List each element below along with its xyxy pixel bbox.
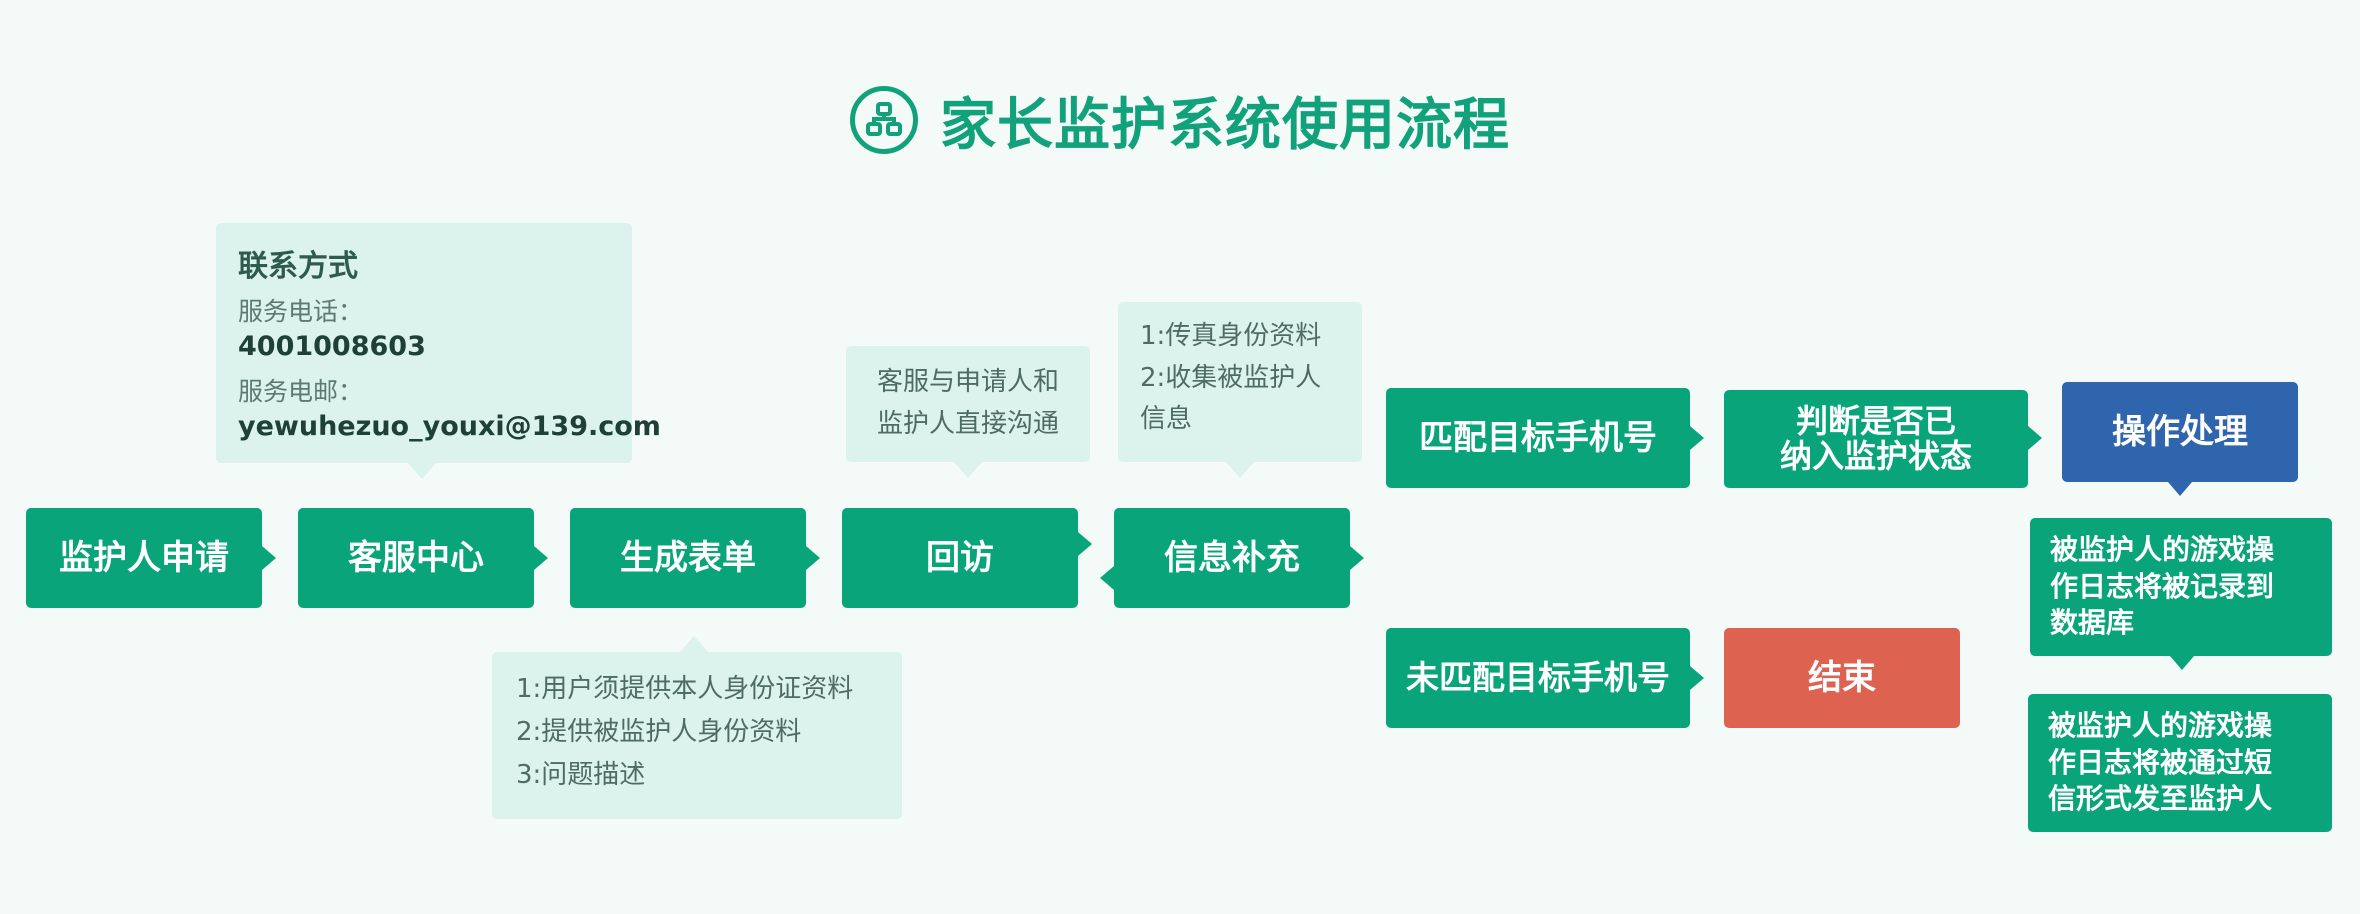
- supplement-item: 2:收集被监护人 信息: [1140, 362, 1322, 435]
- arrow-down: [2170, 656, 2194, 670]
- end-box: 结束: [1724, 628, 1960, 728]
- form-note-item: 1:用户须提供本人身份证资料: [516, 674, 854, 704]
- log-sms-box: 被监护人的游戏操 作日志将被通过短 信形式发至监护人: [2028, 694, 2332, 832]
- arrow-right: [1690, 666, 1704, 690]
- supplement-item: 1:传真身份资料: [1140, 321, 1322, 351]
- contact-note: 联系方式 服务电话： 4001008603 服务电邮： yewuhezuo_yo…: [216, 223, 661, 463]
- contact-note-pointer: [408, 463, 436, 479]
- org-chart-icon: [850, 86, 918, 154]
- judge-status-box: 判断是否已 纳入监护状态: [1724, 390, 2028, 488]
- arrow-right: [2028, 426, 2042, 450]
- log-record-box: 被监护人的游戏操 作日志将被记录到 数据库: [2030, 518, 2332, 656]
- form-note-item: 3:问题描述: [516, 759, 646, 790]
- visit-note-text: 客服与申请人和 监护人直接沟通: [876, 367, 1059, 439]
- match-phone-box: 匹配目标手机号: [1386, 388, 1690, 488]
- page-title: 家长监护系统使用流程: [940, 92, 1510, 158]
- arrow-right: [1690, 426, 1704, 450]
- email-label: 服务电邮：: [238, 377, 364, 407]
- supplement-note-pointer: [1226, 462, 1254, 478]
- arrow-down: [2168, 482, 2192, 496]
- operate-box: 操作处理: [2062, 382, 2298, 482]
- step-generate-form: 生成表单: [570, 508, 806, 608]
- step-info-supplement: 信息补充: [1114, 508, 1350, 608]
- form-note: 1:用户须提供本人身份证资料 2:提供被监护人身份资料 3:问题描述: [492, 652, 902, 819]
- email-address: yewuhezuo_youxi@139.com: [238, 410, 661, 442]
- form-note-item: 2:提供被监护人身份资料: [516, 716, 802, 747]
- arrow-left: [1100, 566, 1114, 590]
- step-service-center: 客服中心: [298, 508, 534, 608]
- visit-note: 客服与申请人和 监护人直接沟通: [846, 346, 1090, 462]
- diagram-title: 家长监护系统使用流程: [850, 80, 1510, 160]
- step-guardian-apply: 监护人申请: [26, 508, 262, 608]
- arrow-right: [262, 546, 276, 570]
- phone-number: 4001008603: [238, 330, 426, 362]
- arrow-right: [806, 546, 820, 570]
- form-note-pointer: [680, 636, 708, 652]
- arrow-right: [1078, 532, 1092, 556]
- supplement-note: 1:传真身份资料 2:收集被监护人 信息: [1118, 302, 1362, 462]
- visit-note-pointer: [954, 462, 982, 478]
- arrow-right: [534, 546, 548, 570]
- arrow-right: [1350, 546, 1364, 570]
- no-match-phone-box: 未匹配目标手机号: [1386, 628, 1690, 728]
- contact-title: 联系方式: [238, 249, 358, 284]
- phone-label: 服务电话：: [238, 297, 364, 326]
- step-callback: 回访: [842, 508, 1078, 608]
